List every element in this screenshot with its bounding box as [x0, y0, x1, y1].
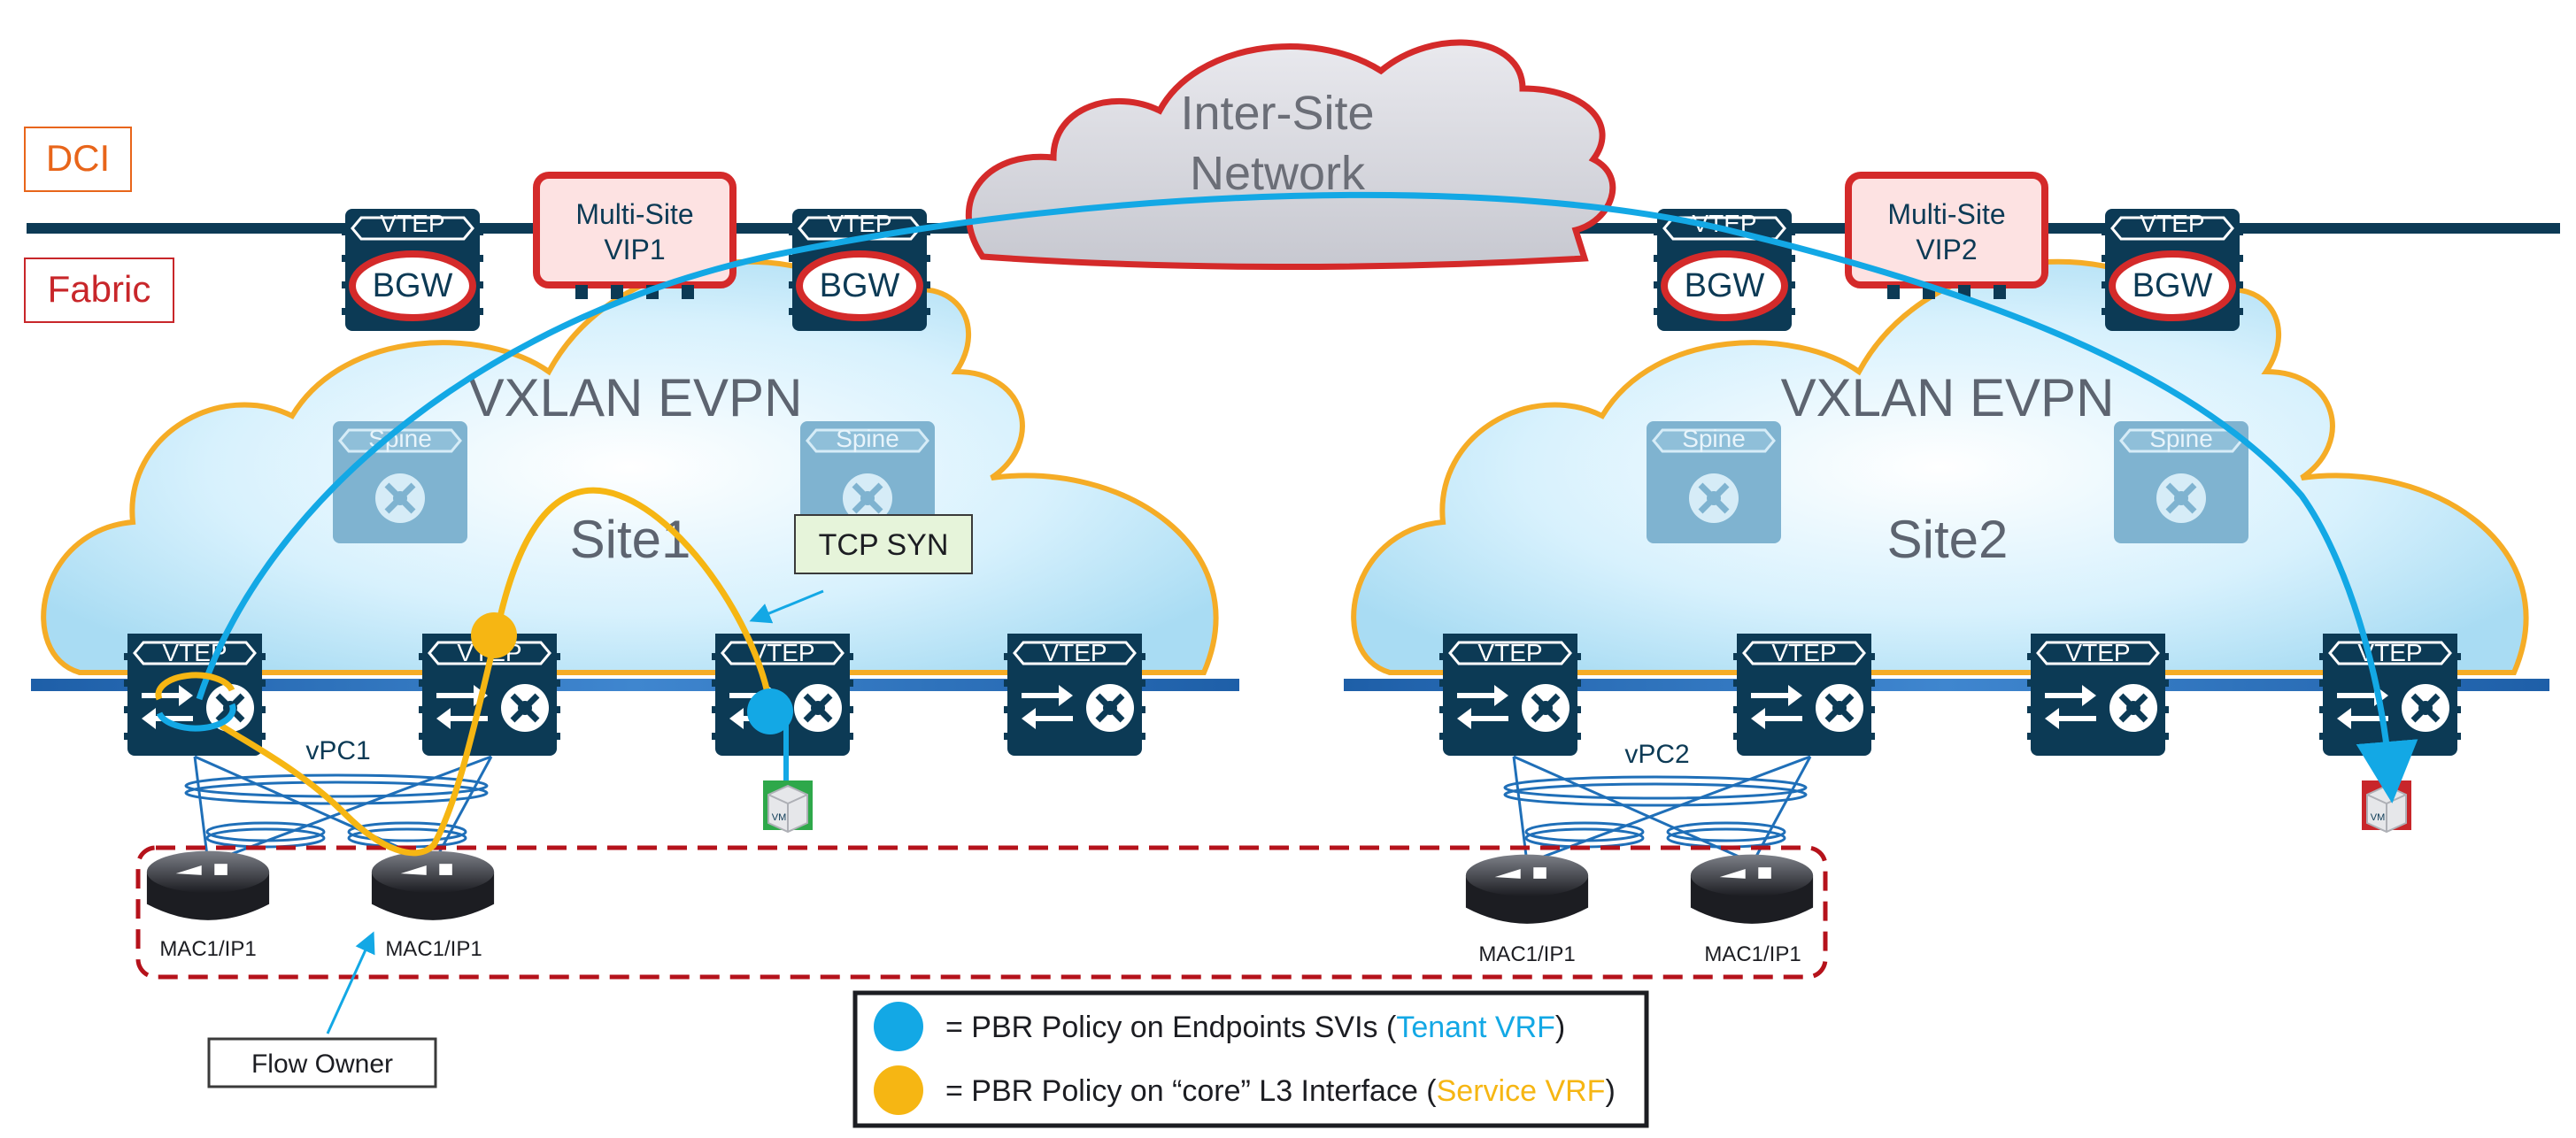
bgw2-label: BGW: [820, 267, 900, 304]
blue-loop-icon: [156, 703, 236, 732]
vm-site1: VM: [763, 780, 813, 834]
vm-site1-label: VM: [772, 812, 787, 823]
firewall-cluster-boundary: [135, 845, 1828, 980]
firewall-3-label: MAC1/IP1: [1478, 942, 1575, 966]
legend-orange-highlight: Service VRF: [1437, 1074, 1606, 1108]
legend-blue-suffix: ): [1555, 1011, 1565, 1044]
site1-evpn-label: VXLAN EVPN: [469, 368, 803, 427]
orange-loop-icon: [155, 672, 235, 701]
site2-cloud: [1351, 258, 2529, 675]
leaf-site1-4: VTEP: [1004, 634, 1145, 756]
vpc1-label: vPC1: [305, 736, 370, 765]
bgw1-label: BGW: [373, 267, 453, 304]
legend-orange-prefix: = PBR Policy on “core” L3 Interface (: [945, 1074, 1437, 1108]
spine-label: Spine: [1682, 425, 1746, 452]
vpc1-links: [184, 755, 493, 865]
legend-blue-prefix: = PBR Policy on Endpoints SVIs (: [945, 1011, 1397, 1044]
leaf-site2-1: VTEP: [1439, 634, 1581, 756]
legend-blue-text: = PBR Policy on Endpoints SVIs (Tenant V…: [945, 1011, 1565, 1044]
site1-label: Site1: [570, 510, 691, 569]
bgw4-vtep-label: VTEP: [2140, 210, 2204, 237]
dci-box: [24, 127, 132, 192]
leaf-site2-4: VTEP: [2319, 634, 2461, 756]
legend-blue-highlight: Tenant VRF: [1396, 1011, 1555, 1044]
legend-orange-text: = PBR Policy on “core” L3 Interface (Ser…: [945, 1074, 1616, 1108]
vpc2-label: vPC2: [1624, 740, 1689, 769]
vip2-label-line2: VIP2: [1916, 234, 1977, 265]
firewall-1: [146, 850, 270, 920]
firewall-4-label: MAC1/IP1: [1704, 942, 1801, 966]
leaf-vtep-label: VTEP: [1042, 639, 1107, 666]
legend-blue-marker: [874, 1002, 923, 1051]
dci-label: DCI: [46, 137, 110, 179]
legend-orange-marker: [874, 1065, 923, 1115]
fabric-box: [24, 258, 174, 323]
legend-orange-suffix: ): [1605, 1074, 1615, 1108]
leaf-site2-2: VTEP: [1733, 634, 1875, 756]
bgw3-label: BGW: [1685, 267, 1765, 304]
service-vrf-flow: [220, 487, 774, 857]
vip2-label-line1: Multi-Site: [1887, 198, 2005, 230]
leaf-vtep-label: VTEP: [1771, 639, 1836, 666]
spine-site1-a: Spine: [333, 421, 467, 543]
firewall-2: [371, 850, 495, 920]
inter-site-label-line2: Network: [1190, 147, 1366, 200]
firewall-2-label: MAC1/IP1: [385, 937, 482, 961]
flow-owner-callout: [207, 1037, 437, 1088]
fabric-bar-site1: [31, 679, 1239, 691]
spine-site2-a: Spine: [1647, 421, 1781, 543]
vip1-label-line2: VIP1: [604, 234, 665, 265]
vpc2-links: [1503, 755, 1812, 865]
inter-site-cloud: [965, 39, 1616, 271]
site2-label: Site2: [1887, 510, 2009, 569]
flow-owner-label: Flow Owner: [251, 1050, 393, 1079]
tcp-syn-pointer: [749, 589, 824, 624]
site2-evpn-label: VXLAN EVPN: [1781, 368, 2115, 427]
vm-site2-label: VM: [2371, 812, 2386, 823]
inter-site-label-line1: Inter-Site: [1180, 87, 1374, 140]
spine-label: Spine: [836, 425, 899, 452]
firewall-3: [1465, 854, 1589, 924]
bgw-switch-4: VTEP BGW: [2102, 209, 2243, 331]
bgw-switch-2: VTEP BGW: [789, 209, 930, 331]
flow-owner-pointer: [326, 931, 375, 1034]
fabric-label: Fabric: [48, 268, 151, 310]
bgw4-label: BGW: [2133, 267, 2213, 304]
firewall-1-label: MAC1/IP1: [159, 937, 256, 961]
leaf-site2-3: VTEP: [2027, 634, 2169, 756]
bgw-switch-1: VTEP BGW: [342, 209, 483, 331]
spine-site2-b: Spine: [2114, 421, 2248, 543]
firewall-4: [1690, 854, 1814, 924]
tenant-vrf-flow: [196, 191, 2418, 804]
vip1-label-line1: Multi-Site: [575, 198, 693, 230]
tcp-syn-callout: [794, 514, 973, 574]
leaf-vtep-label: VTEP: [1477, 639, 1542, 666]
bgw1-vtep-label: VTEP: [380, 210, 444, 237]
tenant-vrf-policy-marker: [747, 688, 793, 734]
multisite-vip2: Multi-Site VIP2: [1845, 172, 2048, 299]
site1-cloud: [41, 258, 1219, 675]
service-vrf-policy-marker: [471, 612, 517, 658]
spine-label: Spine: [2149, 425, 2213, 452]
legend-box: [852, 990, 1649, 1128]
multisite-vip1: Multi-Site VIP1: [533, 172, 737, 299]
tcp-syn-label: TCP SYN: [819, 528, 949, 562]
fabric-bar-site2: [1344, 679, 2549, 691]
spine-site1-b: Spine: [800, 421, 935, 543]
leaf-vtep-label: VTEP: [2065, 639, 2130, 666]
vm-site2: VM: [2362, 780, 2411, 834]
